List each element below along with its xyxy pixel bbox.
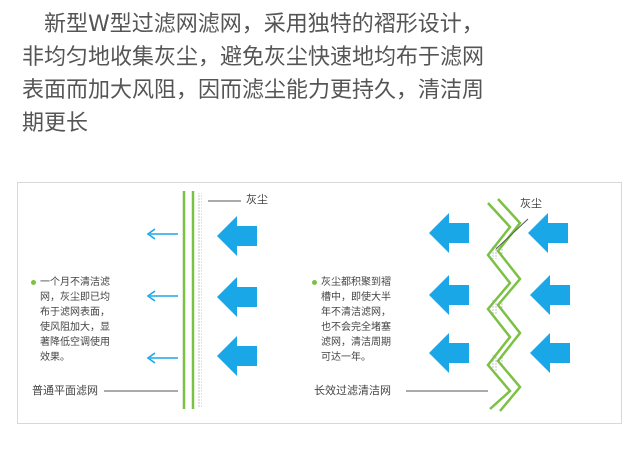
dust-pointer bbox=[495, 218, 529, 250]
note-line: 槽中，即使大半 bbox=[321, 292, 391, 303]
flat-filter-caption: 普通平面滤网 bbox=[32, 384, 98, 397]
bullet-dot bbox=[31, 280, 36, 285]
bullet-dot bbox=[312, 280, 317, 285]
big-arrow bbox=[217, 216, 257, 256]
dust-in-grooves bbox=[492, 245, 504, 371]
big-arrows-left bbox=[217, 216, 257, 376]
note-line: 灰尘都积聚到褶 bbox=[321, 277, 391, 288]
thin-arrow bbox=[146, 228, 178, 240]
intro-line: 表面而加大风阻，因而滤尘能力更持久，清洁周 bbox=[22, 78, 485, 103]
big-arrow bbox=[530, 275, 570, 315]
big-arrow bbox=[429, 213, 469, 253]
big-arrow bbox=[217, 277, 257, 317]
note-line: 也不会完全堵塞 bbox=[321, 322, 391, 333]
big-arrow bbox=[528, 213, 568, 253]
intro-line: 期更长 bbox=[22, 111, 89, 136]
note-line: 年不清洁滤网， bbox=[321, 307, 391, 318]
note-line: 一个月不清洁滤 bbox=[40, 277, 110, 288]
big-arrow bbox=[530, 333, 570, 373]
note-line: 著降低空调使用 bbox=[40, 337, 110, 348]
pleated-filter-caption: 长效过滤清洁网 bbox=[314, 384, 391, 397]
dust-label-right: 灰尘 bbox=[520, 197, 542, 210]
airflow-arrows-left bbox=[146, 228, 178, 364]
pleated-filter bbox=[486, 198, 529, 412]
flat-filter-note: 一个月不清洁滤 网，灰尘即已均 布于滤网表面， 使风阻加大，显 著降低空调使用 … bbox=[31, 275, 150, 365]
big-arrow bbox=[429, 275, 469, 315]
note-line: 滤网，清洁周期 bbox=[321, 337, 391, 348]
note-line: 网，灰尘即已均 bbox=[40, 292, 110, 303]
dust-layer bbox=[197, 193, 202, 407]
thin-arrow bbox=[146, 352, 178, 364]
intro-line: 非均匀地收集灰尘，避免灰尘快速地均布于滤网 bbox=[22, 45, 485, 70]
dust-label-left: 灰尘 bbox=[246, 193, 268, 206]
big-arrow bbox=[429, 333, 469, 373]
intro-line: 新型W型过滤网滤网，采用独特的褶形设计， bbox=[44, 12, 484, 37]
big-arrow bbox=[217, 336, 257, 376]
note-line: 可达一年。 bbox=[321, 352, 371, 363]
comparison-diagram: 灰尘 一个月不清洁滤 网，灰尘即已均 布于滤网表面， 使风阻加大，显 著降低空调… bbox=[17, 182, 622, 424]
note-line: 效果。 bbox=[40, 352, 70, 363]
intro-text: 新型W型过滤网滤网，采用独特的褶形设计， 非均匀地收集灰尘，避免灰尘快速地均布于… bbox=[22, 8, 622, 140]
diagram-graphics bbox=[104, 191, 570, 412]
thin-arrow bbox=[146, 290, 178, 302]
pleated-filter-note: 灰尘都积聚到褶 槽中，即使大半 年不清洁滤网， 也不会完全堵塞 滤网，清洁周期 … bbox=[312, 275, 431, 365]
note-line: 使风阻加大，显 bbox=[40, 322, 110, 333]
note-line: 布于滤网表面， bbox=[40, 307, 110, 318]
flat-filter bbox=[182, 191, 241, 409]
big-arrows-right bbox=[429, 213, 570, 373]
